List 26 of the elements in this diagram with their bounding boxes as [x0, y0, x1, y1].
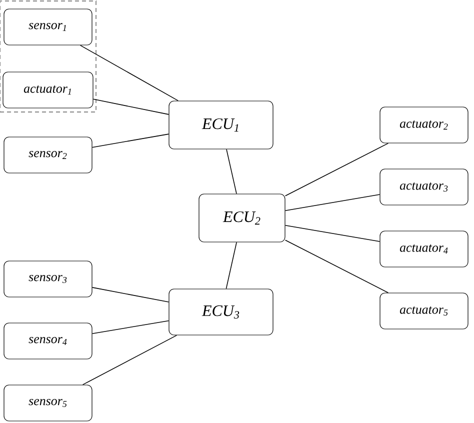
connector-line — [284, 240, 389, 294]
component-box: actuator$_{1}$ — [2, 72, 94, 108]
connector-line — [92, 134, 170, 148]
component-box: sensor$_{4}$ — [4, 322, 92, 360]
ecu-box: ECU$_{1}$ — [168, 100, 274, 150]
connector-line — [92, 287, 170, 302]
connector-line — [92, 98, 170, 115]
connector-line — [284, 224, 380, 242]
ecu-box: ECU$_{2}$ — [198, 194, 286, 242]
component-box: sensor$_{5}$ — [4, 384, 92, 422]
component-box: actuator$_{4}$ — [380, 230, 468, 268]
connector-line — [284, 194, 380, 212]
component-box: actuator$_{5}$ — [380, 292, 468, 330]
connector-line — [226, 148, 237, 194]
component-box: actuator$_{3}$ — [380, 168, 468, 206]
connector-line — [284, 142, 389, 196]
connector-line — [226, 242, 237, 290]
component-box: actuator$_{2}$ — [380, 106, 468, 144]
component-box: sensor$_{1}$ — [4, 8, 92, 46]
connector-line — [92, 320, 170, 334]
connector-line — [80, 44, 179, 102]
group-frame — [0, 0, 97, 113]
connector-line — [82, 334, 178, 386]
component-box: sensor$_{3}$ — [4, 260, 92, 298]
ecu-box: ECU$_{3}$ — [168, 288, 274, 336]
component-box: sensor$_{2}$ — [4, 136, 92, 174]
